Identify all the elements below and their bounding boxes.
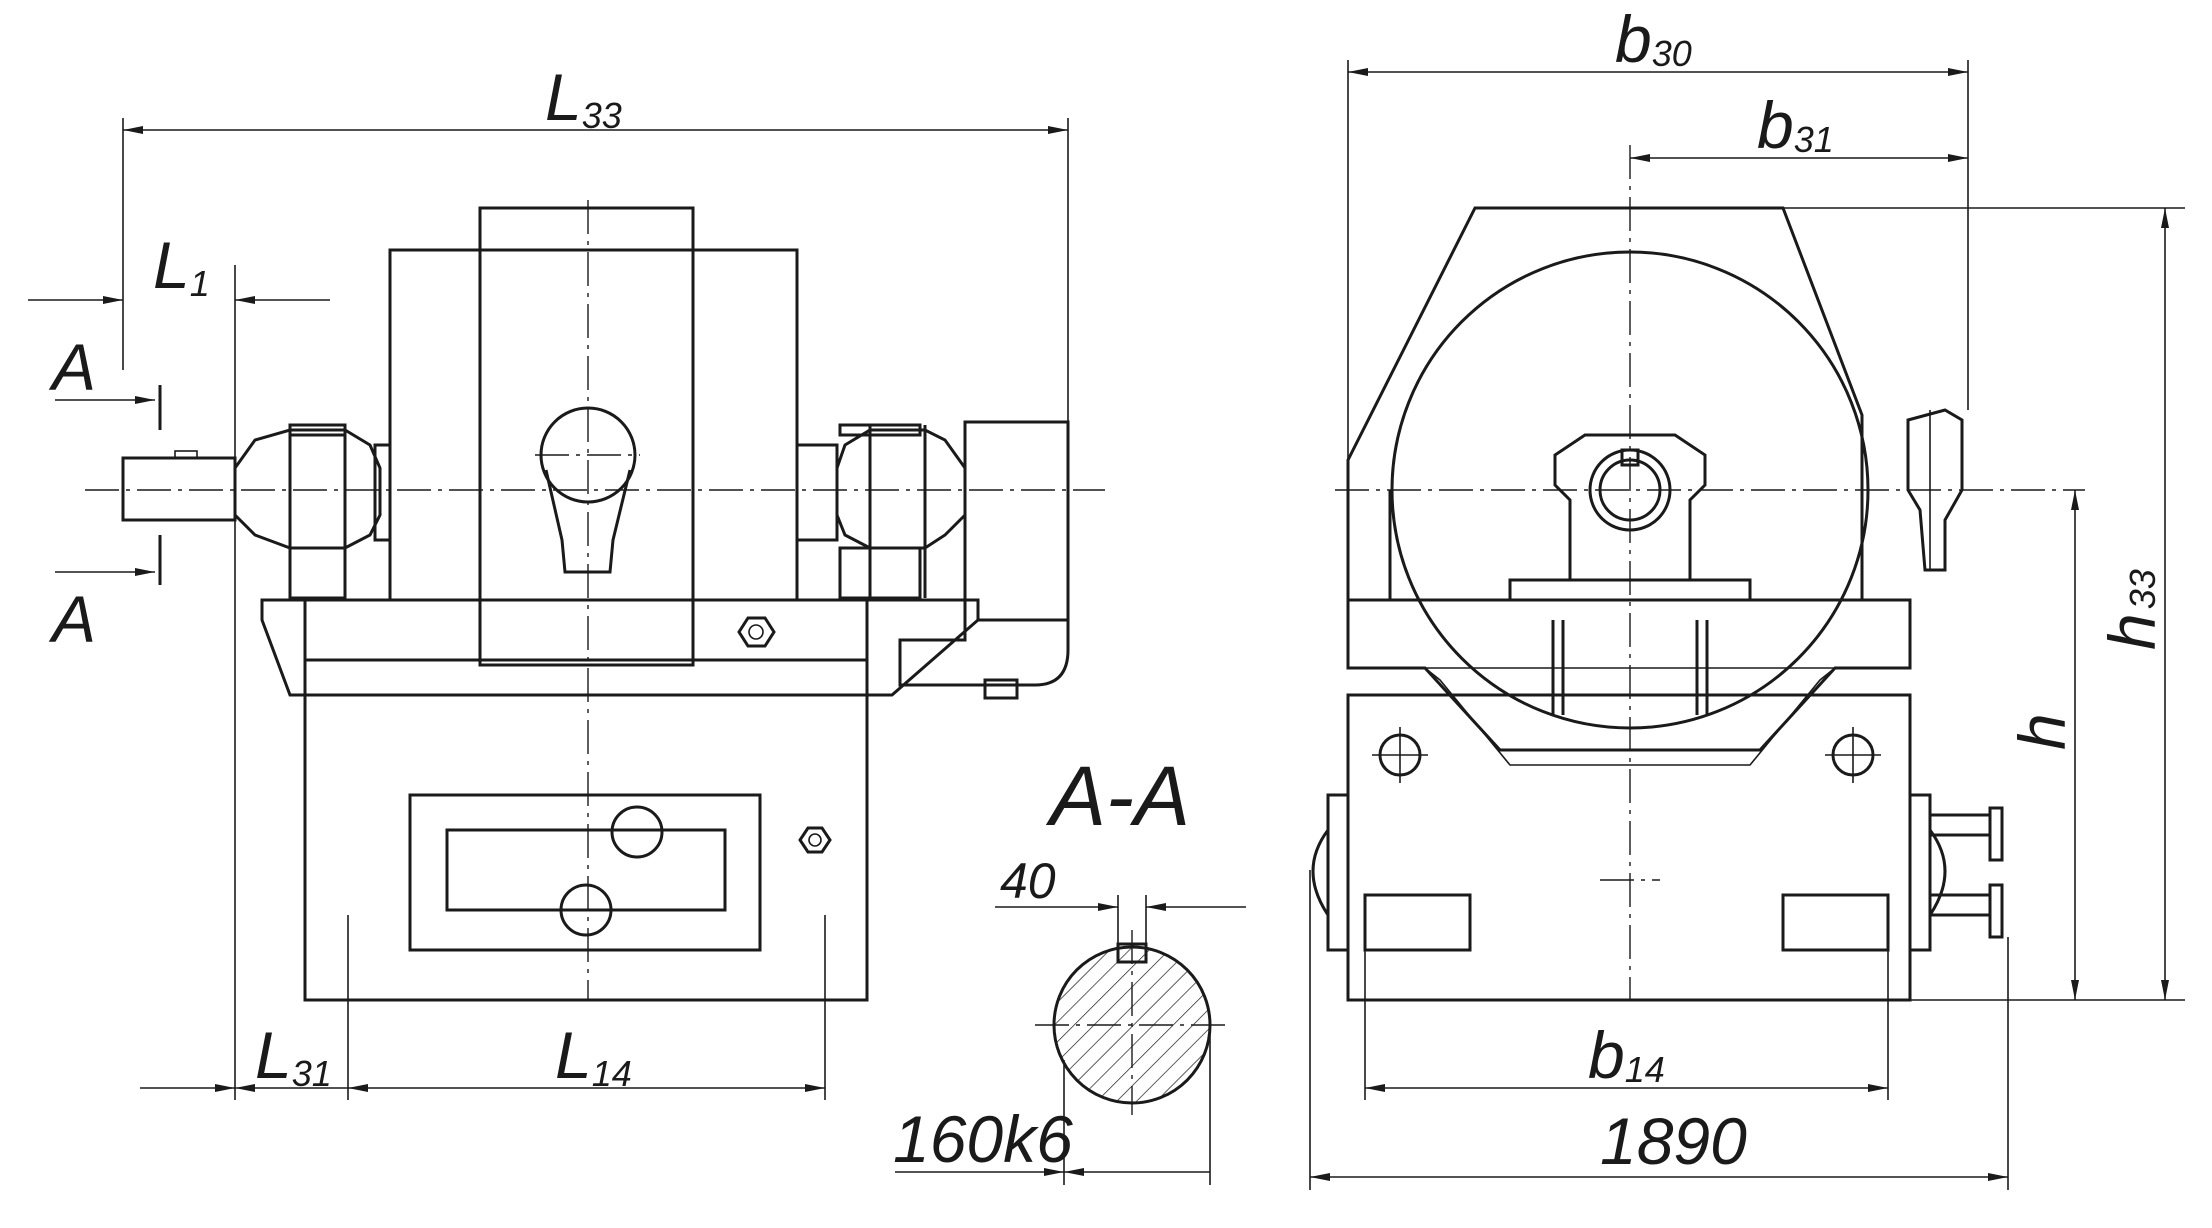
label-h: h	[2005, 713, 2079, 750]
drain-plug	[983, 678, 1019, 700]
side-base	[1346, 693, 1912, 1002]
dimensions	[28, 60, 2185, 1190]
shaft-bearing-block	[1553, 433, 1707, 582]
label-b30: b30	[1615, 2, 1692, 76]
section-mark-top: A	[48, 330, 96, 404]
bearing-left	[233, 428, 382, 550]
label-shaft-diameter: 160k6	[893, 1102, 1073, 1176]
side-housing	[1346, 206, 1864, 602]
label-overall-width: 1890	[1600, 1104, 1747, 1178]
oil-valves	[1930, 806, 2004, 939]
label-L33: L33	[545, 60, 622, 136]
label-key-width: 40	[1000, 853, 1056, 909]
label-b31: b31	[1757, 88, 1834, 162]
section-title: A-A	[1045, 749, 1190, 843]
label-L1: L1	[153, 228, 210, 304]
section-mark-bottom: A	[48, 582, 96, 656]
label-h33: h33	[2095, 569, 2169, 650]
side-lever	[1906, 408, 1964, 572]
hex-nut-cabinet	[798, 826, 832, 854]
gear-frame	[260, 598, 980, 697]
foot-pad-right	[1781, 893, 1890, 952]
center-casing	[478, 206, 695, 667]
inspection-panel	[408, 793, 762, 952]
side-frame	[1346, 598, 1912, 752]
bearing-right	[835, 428, 967, 550]
front-view	[55, 200, 1105, 1002]
output-housing	[898, 420, 1070, 687]
hex-nut-frame	[737, 616, 776, 648]
side-boss-left	[1311, 829, 1330, 916]
label-L31: L31	[255, 1018, 332, 1094]
foot-pad-left	[1363, 893, 1472, 952]
base-cabinet	[303, 693, 869, 1002]
panel-bolt-lower	[559, 883, 613, 937]
gear-housing	[388, 248, 799, 602]
side-view	[1311, 145, 2085, 1002]
panel-bolt-upper	[610, 805, 664, 859]
label-b14: b14	[1588, 1018, 1665, 1092]
inspection-window	[445, 828, 727, 912]
input-shaft	[121, 456, 237, 522]
section-a-a	[895, 895, 1246, 1185]
side-boss-right	[1928, 829, 1947, 916]
label-L14: L14	[555, 1018, 632, 1094]
dimension-labels: L33 L1 L31 L14 b30 b31 b14 1890 h33 h A …	[48, 2, 2169, 1178]
